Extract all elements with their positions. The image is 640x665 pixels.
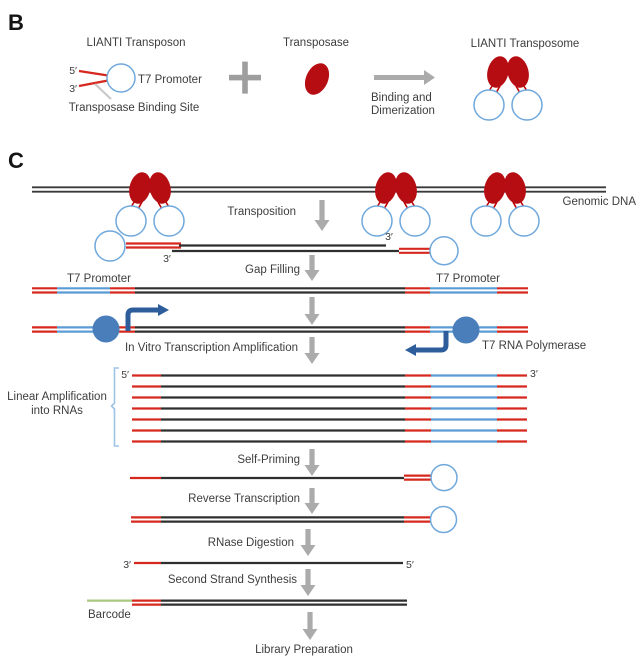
three-prime-label: 3′ [385,231,393,243]
panel-c: C Genomic DNA Transposition 3′ 3′ [7,148,636,656]
down-arrow-icon [304,255,320,281]
step-library-preparation-label: Library Preparation [255,644,353,656]
down-arrow-icon [304,337,320,364]
linear-amplification-label-1: Linear Amplification [7,391,107,403]
transposome [361,169,431,237]
down-arrow-icon [300,569,316,596]
down-arrow-icon [304,488,320,514]
step-rnase-digestion-label: RNase Digestion [208,537,294,549]
panel-b-label: B [8,10,24,35]
t7-promoter-right-label: T7 Promoter [436,273,500,285]
lianti-transposon-title: LIANTI Transposon [86,37,185,49]
three-prime-label: 3′ [530,368,538,380]
panel-b: B LIANTI Transposon 5′ 3′ T7 Promoter Tr… [8,10,580,121]
t7-promoter-left-label: T7 Promoter [67,273,131,285]
binding-and-label: Binding and [371,92,432,104]
single-strand-cdna-row: 3′ 5′ [123,559,414,571]
transposome [473,53,543,121]
transcription-arrowhead [158,304,169,316]
shape [242,61,248,94]
bracket [110,367,119,447]
linear-amplification-label-2: into RNAs [31,405,83,417]
five-prime-label: 5′ [406,559,414,571]
transposome [470,169,540,237]
genomic-dna-row: Genomic DNA [32,169,637,237]
three-prime-label: 3′ [123,559,131,571]
five-prime-label: 5′ [69,65,77,77]
shape [78,79,109,88]
transposase-monomer [304,63,330,95]
binding-site-pointer-line [94,83,112,100]
shape [429,236,459,266]
barcode-label: Barcode [88,609,131,621]
down-arrow-icon [304,449,320,476]
t7-promoter-label: T7 Promoter [138,74,202,86]
lianti-transposon-structure: 5′ 3′ T7 Promoter Transposase Binding Si… [69,63,202,114]
panel-c-label: C [8,148,24,173]
three-prime-label: 3′ [69,83,77,95]
rna-dna-duplex-row [131,505,458,534]
step-transposition-label: Transposition [227,206,296,218]
five-prime-label: 5′ [121,369,129,381]
down-arrow-icon [300,529,316,556]
genomic-dna-label: Genomic DNA [563,196,637,208]
gap-filled-dna [30,287,530,294]
down-arrow-icon [302,612,318,640]
step-self-priming-label: Self-Priming [237,454,300,466]
barcoded-dsdna-row: Barcode [87,599,407,621]
lianti-transposome-title: LIANTI Transposome [471,38,580,50]
shape [429,505,458,534]
t7-rna-polymerase-right [452,316,480,344]
step-gap-filling-label: Gap Filling [245,264,300,276]
transposed-fragment-row: 3′ 3′ [94,230,459,266]
transcription-arrow-right [125,307,158,331]
shape [78,69,109,77]
ivt-row: T7 RNA Polymerase [30,304,586,356]
dimerization-label: Dimerization [371,105,435,117]
down-arrow-icon [304,297,320,325]
transposase-binding-site-label: Transposase Binding Site [69,102,200,114]
shape [430,463,458,492]
step-second-strand-label: Second Strand Synthesis [168,574,297,586]
transposome [115,169,185,237]
transposase-title: Transposase [283,37,349,49]
self-primed-rna-row [130,463,458,492]
transcription-arrowhead [405,344,416,356]
step-ivt-label: In Vitro Transcription Amplification [125,342,298,354]
binding-arrow-icon [374,70,435,85]
t7-rna-polymerase-label: T7 RNA Polymerase [482,340,586,352]
shape [94,230,126,262]
t7-promoter-loop [106,63,136,93]
transcription-arrow-left [416,331,449,353]
t7-rna-polymerase-left [92,315,120,343]
down-arrow-icon [314,200,330,231]
three-prime-label: 3′ [163,253,171,265]
plus-icon [229,61,261,94]
rna-amplicons: Linear Amplification into RNAs 5′ 3′ [7,367,538,447]
step-reverse-transcription-label: Reverse Transcription [188,493,300,505]
